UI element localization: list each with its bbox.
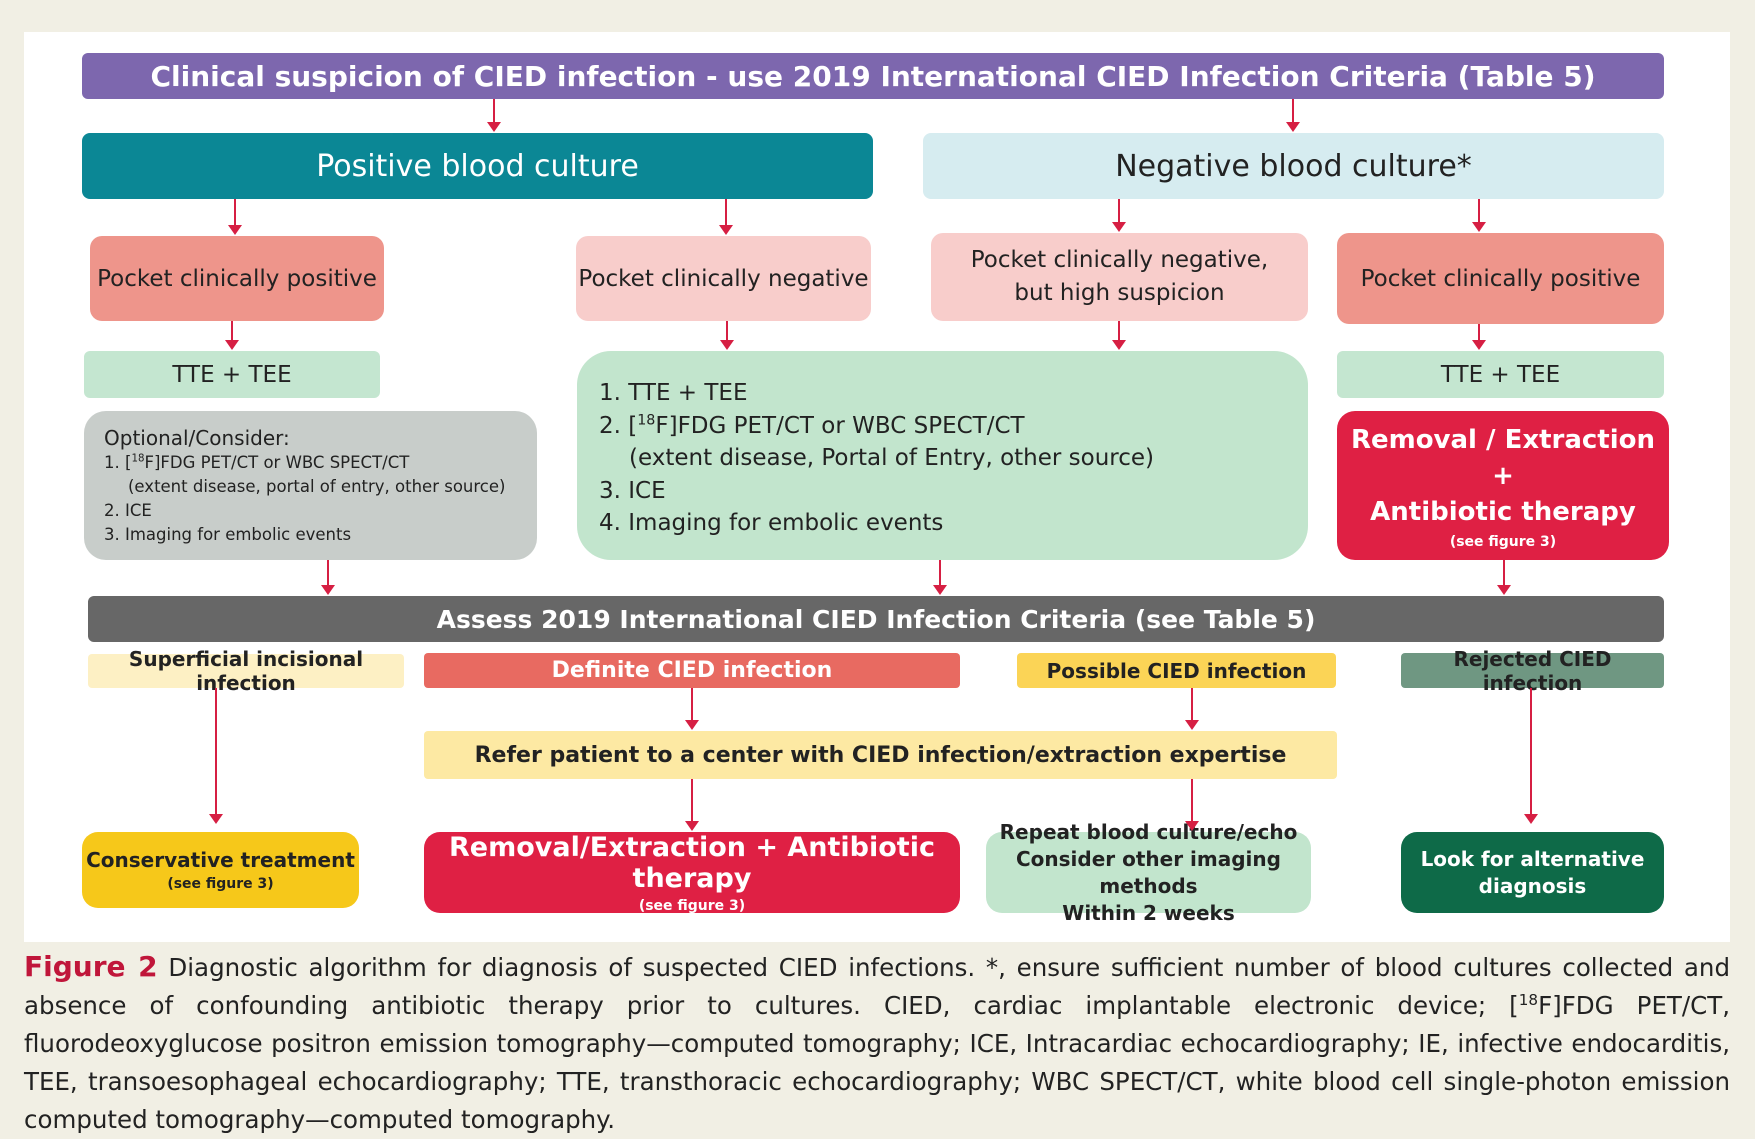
removal-right-line1: Removal / Extraction + <box>1350 424 1656 491</box>
alternative-diagnosis-line2: diagnosis <box>1478 873 1587 898</box>
removal-extraction-bottom-text: Removal/Extraction + Antibiotic therapy <box>449 831 935 894</box>
assess-criteria-bar: Assess 2019 International CIED Infection… <box>88 596 1664 642</box>
refer-center-box: Refer patient to a center with CIED infe… <box>424 731 1337 779</box>
possible-infection-text: Possible CIED infection <box>1046 658 1307 683</box>
optional-item-1-detail: (extent disease, portal of entry, other … <box>128 477 506 496</box>
caption-text-b: F]FDG PET/CT, fluorodeoxyglucose positro… <box>24 991 1730 1134</box>
tte-tee-right-box: TTE + TEE <box>1337 351 1664 398</box>
superficial-infection-label: Superficial incisional infection <box>88 647 404 695</box>
workup-item-3: 3. ICE <box>599 477 666 504</box>
definite-infection-text: Definite CIED infection <box>551 658 833 683</box>
removal-right-line2: Antibiotic therapy <box>1370 496 1636 527</box>
removal-right-note: (see figure 3) <box>1449 533 1557 550</box>
pocket-positive-right-box: Pocket clinically positive <box>1337 233 1664 324</box>
caption-sup: 18 <box>1518 990 1539 1009</box>
positive-blood-culture-text: Positive blood culture <box>316 148 639 184</box>
conservative-treatment-text: Conservative treatment <box>86 848 355 872</box>
repeat-culture-line3: Within 2 weeks <box>1062 900 1235 925</box>
workup-item-4: 4. Imaging for embolic events <box>599 510 944 536</box>
pocket-negative-high-line1: Pocket clinically negative, <box>970 247 1269 273</box>
workup-item-2-detail: (extent disease, Portal of Entry, other … <box>629 445 1155 471</box>
workup-item-2: 2. [18F]FDG PET/CT or WBC SPECT/CT <box>599 411 1025 439</box>
optional-title: Optional/Consider: <box>104 426 290 450</box>
negative-blood-culture-box: Negative blood culture* <box>923 133 1664 199</box>
pocket-negative-high-line2: but high suspicion <box>1014 280 1225 306</box>
optional-item-3: 3. Imaging for embolic events <box>104 525 352 544</box>
tte-tee-right-text: TTE + TEE <box>1440 361 1561 388</box>
tte-tee-left-text: TTE + TEE <box>172 361 292 388</box>
optional-item-2: 2. ICE <box>104 501 152 520</box>
pocket-negative-text: Pocket clinically negative <box>578 265 869 292</box>
optional-consider-box: Optional/Consider: 1. [18F]FDG PET/CT or… <box>84 411 537 560</box>
figure-label: Figure 2 <box>24 950 158 983</box>
rejected-infection-text: Rejected CIED infection <box>1453 646 1612 695</box>
repeat-culture-box: Repeat blood culture/echo Consider other… <box>986 820 1311 925</box>
removal-extraction-bottom-note: (see figure 3) <box>638 897 746 914</box>
positive-blood-culture-box: Positive blood culture <box>82 133 873 199</box>
superficial-infection-text: Superficial incisional infection <box>128 647 364 695</box>
figure-caption: Figure 2 Diagnostic algorithm for diagno… <box>24 948 1730 1139</box>
negative-blood-culture-text: Negative blood culture* <box>1115 148 1472 184</box>
assess-criteria-text: Assess 2019 International CIED Infection… <box>436 604 1316 634</box>
alternative-diagnosis-box: Look for alternative diagnosis <box>1401 832 1664 913</box>
optional-item-1: 1. [18F]FDG PET/CT or WBC SPECT/CT <box>104 453 410 472</box>
rejected-infection-label: Rejected CIED infection <box>1401 647 1664 695</box>
workup-item-1: 1. TTE + TEE <box>599 380 748 406</box>
repeat-culture-line1: Repeat blood culture/echo <box>999 819 1298 844</box>
pocket-positive-right-text: Pocket clinically positive <box>1360 265 1641 292</box>
definite-infection-label: Definite CIED infection <box>424 653 960 688</box>
conservative-treatment-note: (see figure 3) <box>167 876 274 892</box>
repeat-culture-line2: Consider other imaging methods <box>1016 846 1281 898</box>
pocket-positive-left-box: Pocket clinically positive <box>90 236 384 321</box>
clinical-suspicion-header: Clinical suspicion of CIED infection - u… <box>82 53 1664 99</box>
pocket-negative-box: Pocket clinically negative <box>576 236 871 321</box>
tte-tee-left-box: TTE + TEE <box>84 351 380 398</box>
workup-list-box: 1. TTE + TEE 2. [18F]FDG PET/CT or WBC S… <box>577 351 1308 560</box>
clinical-suspicion-text: Clinical suspicion of CIED infection - u… <box>150 59 1596 93</box>
conservative-treatment-box: Conservative treatment (see figure 3) <box>82 832 359 908</box>
removal-extraction-bottom-box: Removal/Extraction + Antibiotic therapy … <box>424 831 960 914</box>
pocket-positive-left-text: Pocket clinically positive <box>97 265 377 292</box>
refer-center-text: Refer patient to a center with CIED infe… <box>474 742 1287 768</box>
caption-text-a: Diagnostic algorithm for diagnosis of su… <box>24 953 1731 1020</box>
alternative-diagnosis-line1: Look for alternative <box>1420 846 1645 871</box>
possible-infection-label: Possible CIED infection <box>1017 653 1336 688</box>
removal-extraction-right-box: Removal / Extraction + Antibiotic therap… <box>1337 411 1669 560</box>
pocket-negative-high-suspicion-box: Pocket clinically negative, but high sus… <box>931 233 1308 321</box>
